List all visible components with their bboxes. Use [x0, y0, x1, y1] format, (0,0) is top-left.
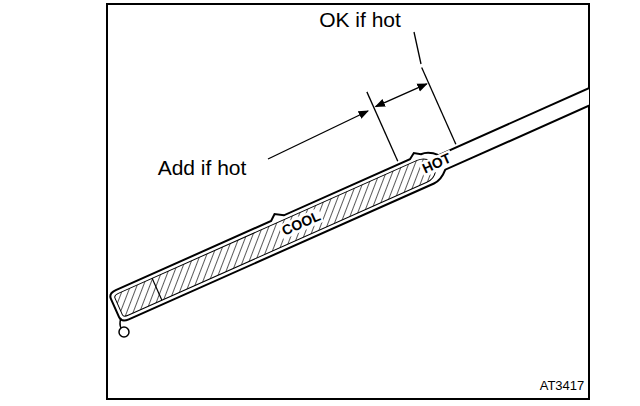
range-label: OK if hot	[319, 8, 401, 31]
frame	[107, 4, 589, 399]
dipstick-outline	[107, 37, 589, 323]
level-mark: COOL	[278, 208, 325, 240]
range-label: Add if hot	[158, 156, 247, 179]
ok-range-dimension	[376, 84, 427, 107]
level-mark: HOT	[419, 150, 456, 178]
limit-tick-high	[422, 67, 456, 144]
limit-tick-low	[367, 92, 398, 161]
oil-film-hatching	[114, 155, 438, 317]
leader-line	[414, 32, 421, 64]
oil-drop	[119, 327, 129, 337]
leader-line	[268, 111, 368, 159]
oil-drop-neck	[120, 318, 121, 328]
figure-code: AT3417	[540, 379, 585, 393]
dipstick	[107, 4, 589, 323]
blade-mark	[152, 278, 162, 300]
